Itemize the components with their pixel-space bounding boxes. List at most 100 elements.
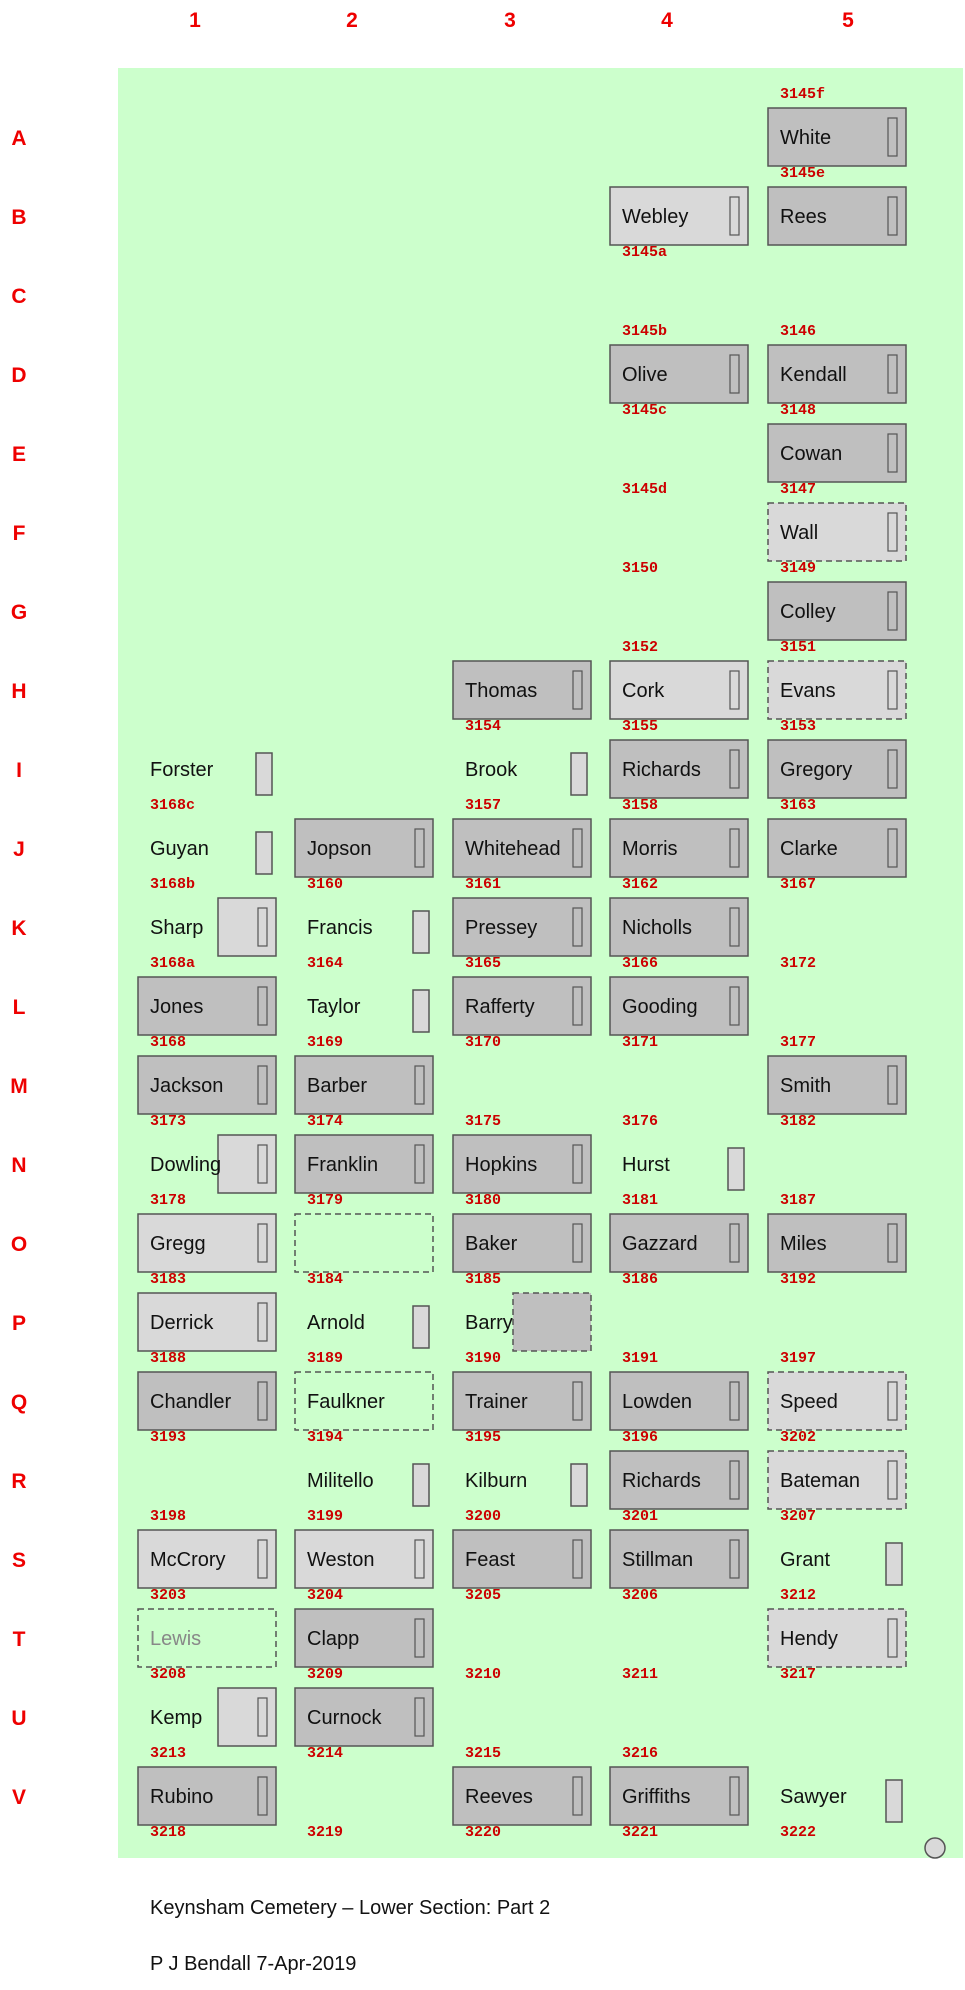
grave: Kendall: [767, 344, 907, 404]
plot-number: 3154: [465, 718, 501, 735]
grave-name: Curnock: [307, 1707, 382, 1729]
headstone-icon: [257, 1144, 268, 1184]
grave-outline: [609, 1529, 749, 1589]
plot-number: 3164: [307, 955, 343, 972]
grave: Stillman: [609, 1529, 749, 1589]
grave-outline: [512, 1292, 592, 1352]
grave-outline: [609, 818, 749, 878]
headstone-icon: [257, 1776, 268, 1816]
headstone-icon: [255, 831, 273, 875]
plot-number: 3179: [307, 1192, 343, 1209]
grave-name: Weston: [307, 1549, 374, 1571]
grave-name: Nicholls: [622, 917, 692, 939]
plot-number: 3169: [307, 1034, 343, 1051]
grave-name: Forster: [150, 759, 214, 781]
grave-name: Richards: [622, 1470, 701, 1492]
grave-name: Reeves: [465, 1786, 533, 1808]
plot-number: 3146: [780, 323, 816, 340]
grave: Brook: [465, 752, 588, 796]
headstone-icon: [887, 1381, 898, 1421]
row-label: Q: [11, 1391, 27, 1414]
grave-outline: [767, 1450, 907, 1510]
headstone-icon: [729, 196, 740, 236]
grave: [294, 1213, 434, 1273]
grave-name: Speed: [780, 1391, 838, 1413]
plot-number: 3170: [465, 1034, 501, 1051]
grave-outline: [137, 1371, 277, 1431]
plot-number: 3190: [465, 1350, 501, 1367]
grave-outline: [609, 1766, 749, 1826]
grave: Curnock: [294, 1687, 434, 1747]
plot-number: 3163: [780, 797, 816, 814]
grave: Webley: [609, 186, 749, 246]
plot-number: 3220: [465, 1824, 501, 1841]
grave-outline: [767, 107, 907, 167]
grave: Colley: [767, 581, 907, 641]
grave: McCrory: [137, 1529, 277, 1589]
grave-outline: [137, 1213, 277, 1273]
headstone-icon: [414, 1065, 425, 1105]
grave-name: Rubino: [150, 1786, 213, 1808]
plot-number: 3221: [622, 1824, 658, 1841]
plot-number: 3145d: [622, 481, 667, 498]
headstone-icon: [887, 1065, 898, 1105]
grave: Thomas: [452, 660, 592, 720]
grave-outline: [294, 1213, 434, 1273]
headstone-icon: [257, 1302, 268, 1342]
plot-number: 3175: [465, 1113, 501, 1130]
cemetery-ground: [118, 68, 963, 1858]
grave: Hurst: [622, 1147, 745, 1191]
plot-number: 3209: [307, 1666, 343, 1683]
headstone-icon: [887, 1460, 898, 1500]
grave-name: Sawyer: [780, 1786, 847, 1808]
column-label: 3: [504, 9, 516, 32]
grave-name: McCrory: [150, 1549, 226, 1571]
plot-number: 3198: [150, 1508, 186, 1525]
headstone-icon: [414, 1618, 425, 1658]
headstone-icon: [887, 354, 898, 394]
grave-outline: [609, 1213, 749, 1273]
map-credit: P J Bendall 7-Apr-2019: [150, 1953, 357, 1975]
headstone-icon: [572, 670, 583, 710]
grave-outline: [452, 1529, 592, 1589]
headstone-icon: [572, 1381, 583, 1421]
grave: Guyan: [150, 831, 273, 875]
headstone-icon: [572, 907, 583, 947]
plot-number: 3165: [465, 955, 501, 972]
row-label: F: [13, 522, 26, 545]
plot-number: 3195: [465, 1429, 501, 1446]
column-label: 5: [842, 9, 854, 32]
grave-outline: [137, 1529, 277, 1589]
plot-number: 3168a: [150, 955, 195, 972]
headstone-icon: [257, 1697, 268, 1737]
row-label: L: [13, 996, 26, 1019]
plot-number: 3202: [780, 1429, 816, 1446]
plot-number: 3189: [307, 1350, 343, 1367]
grave: Whitehead: [452, 818, 592, 878]
grave-name: Miles: [780, 1233, 827, 1255]
plot-number: 3176: [622, 1113, 658, 1130]
grave-name: Cork: [622, 680, 665, 702]
grave: Morris: [609, 818, 749, 878]
grave-name: Jackson: [150, 1075, 223, 1097]
plot-number: 3180: [465, 1192, 501, 1209]
row-label: M: [10, 1075, 28, 1098]
grave: Miles: [767, 1213, 907, 1273]
row-label: S: [12, 1549, 26, 1572]
row-label: E: [12, 443, 26, 466]
plot-number: 3204: [307, 1587, 343, 1604]
grave: Gazzard: [609, 1213, 749, 1273]
grave: Kilburn: [465, 1463, 588, 1507]
map-title: Keynsham Cemetery – Lower Section: Part …: [150, 1897, 551, 1919]
plot-number: 3194: [307, 1429, 343, 1446]
headstone-icon: [729, 749, 740, 789]
headstone-icon: [887, 433, 898, 473]
headstone-icon: [729, 907, 740, 947]
grave-outline: [767, 1055, 907, 1115]
grave: Olive: [609, 344, 749, 404]
grave-name: Kendall: [780, 364, 847, 386]
row-label: I: [16, 759, 22, 782]
